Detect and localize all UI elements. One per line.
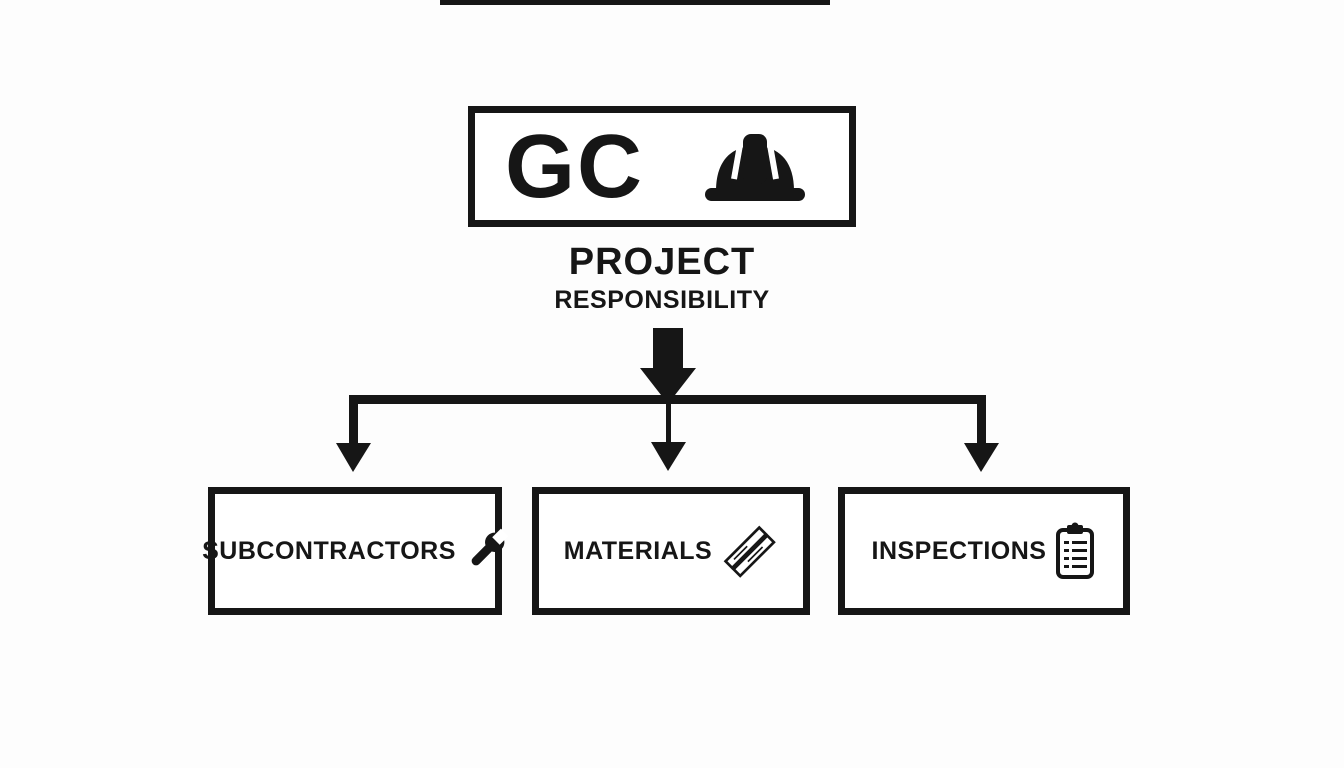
right-arrow-head — [964, 443, 999, 472]
lumber-icon — [723, 525, 777, 578]
root-label: GC — [505, 116, 644, 217]
horizontal-rail — [349, 395, 986, 404]
wrench-icon — [471, 528, 508, 566]
center-arrow-head — [651, 442, 686, 471]
left-arrow-head — [336, 443, 371, 472]
main-arrow-shaft — [653, 328, 683, 370]
caption-responsibility: RESPONSIBILITY — [554, 285, 770, 314]
box-inspections: INSPECTIONS — [838, 487, 1130, 615]
box-materials: MATERIALS — [532, 487, 810, 615]
root-caption: PROJECT RESPONSIBILITY — [468, 241, 856, 314]
inspections-label: INSPECTIONS — [871, 536, 1047, 565]
materials-label: MATERIALS — [563, 536, 713, 565]
right-drop-line — [977, 395, 986, 445]
subcontractors-label: SUBCONTRACTORS — [202, 536, 456, 565]
main-arrow-head — [640, 368, 696, 404]
root-box-gc: GC — [468, 106, 856, 227]
caption-project: PROJECT — [568, 241, 756, 283]
top-cropped-bar — [440, 0, 830, 5]
clipboard-icon — [1056, 522, 1095, 579]
left-drop-line — [349, 395, 358, 445]
hard-hat-icon — [705, 133, 805, 201]
box-subcontractors: SUBCONTRACTORS — [202, 487, 508, 615]
center-drop-line — [666, 404, 671, 444]
